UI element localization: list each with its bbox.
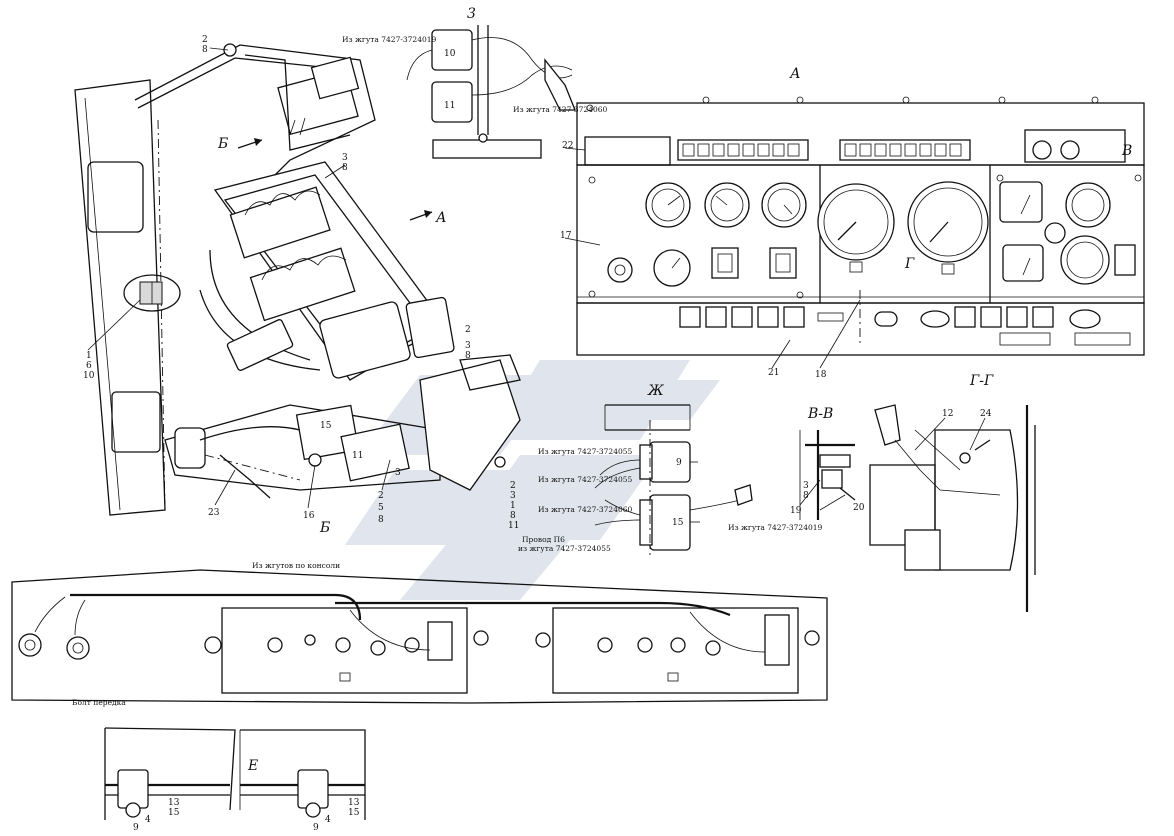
callout-3: 3 [342, 153, 348, 163]
callout-zh-2: 2 [510, 481, 516, 491]
note-bolt-front: Болт передка [72, 698, 126, 707]
view-a-label: А [789, 66, 801, 82]
inclined-console [199, 161, 455, 381]
callout-13-e: 13 [168, 798, 180, 808]
callout-15-e: 15 [168, 808, 180, 818]
view-g-label: Г [904, 256, 915, 272]
callout-12: 12 [942, 409, 953, 419]
callout-zh-3: 3 [510, 491, 516, 501]
callout-22: 22 [562, 141, 573, 151]
note-harness-019-top: Из жгута 7427-3724019 [342, 35, 437, 44]
callout-11: 11 [352, 451, 363, 461]
callout-2-mid: 2 [465, 325, 471, 335]
detail-zh [594, 404, 753, 555]
arrow-a-label: А [435, 210, 447, 226]
callout-20: 20 [853, 503, 865, 513]
leader-lines [87, 47, 986, 523]
note-from-console: Из жгутов по консоли [252, 561, 340, 570]
arrow-b-label: Б [217, 136, 228, 152]
relay-bracket [134, 43, 376, 176]
callout-10: 10 [83, 371, 95, 381]
switch-strip-left [677, 139, 809, 161]
note-wire-p6: Провод П6 [522, 535, 565, 544]
speedometer [817, 183, 895, 273]
switch-strip-right [839, 139, 971, 161]
view-e [104, 727, 366, 820]
small-gauges [607, 182, 807, 287]
callout-zh-11: 11 [508, 521, 519, 531]
note-harness-055b-zh: Из жгута 7427-3724055 [538, 475, 633, 484]
lower-console-beam [11, 569, 828, 704]
callout-16: 16 [303, 511, 315, 521]
section-v-v [799, 430, 856, 520]
watermark-logo [345, 360, 720, 600]
beam-sockets-left [18, 621, 489, 661]
callout-8-mid: 8 [465, 351, 471, 361]
callout-10-d3: 10 [444, 49, 456, 59]
section-vv-label: В-В [807, 406, 833, 422]
callout-15-zh: 15 [672, 518, 684, 528]
callout-zh-1: 1 [510, 501, 516, 511]
panel-screws [586, 96, 1142, 299]
callout-8: 8 [202, 45, 208, 55]
callout-9-e2: 9 [313, 823, 319, 832]
callout-8-lower: 8 [378, 515, 384, 525]
lower-switch-cluster [164, 354, 521, 499]
callout-23: 23 [208, 508, 220, 518]
callout-9-zh: 9 [676, 458, 682, 468]
tumbler-switches [711, 247, 797, 279]
callout-1: 1 [86, 351, 92, 361]
note-harness-060-top: Из жгута 7427-3724060 [513, 105, 608, 114]
beam-sockets-right [535, 614, 820, 666]
callout-24: 24 [980, 409, 992, 419]
callout-5: 5 [378, 503, 384, 513]
callout-4-e: 4 [145, 815, 151, 825]
view-v-label: В [1121, 143, 1132, 159]
callout-3-mid: 3 [465, 341, 471, 351]
detail-3 [406, 25, 576, 159]
view-e-label: Е [247, 758, 258, 774]
callout-8b: 8 [342, 163, 348, 173]
callout-4-e2: 4 [325, 815, 331, 825]
note-wire-p6-from: из жгута 7427-3724055 [518, 544, 611, 553]
callout-18: 18 [815, 370, 827, 380]
view-3-label: 3 [467, 6, 476, 22]
callout-6: 6 [86, 361, 92, 371]
callout-zh-8: 8 [510, 511, 516, 521]
right-gauges [999, 181, 1136, 285]
section-g-g [869, 404, 1036, 612]
callout-3-lower: 3 [395, 468, 401, 478]
note-harness-055-zh: Из жгута 7427-3724055 [538, 447, 633, 456]
callout-15-e2: 15 [348, 808, 360, 818]
callout-8-vv: 8 [803, 491, 809, 501]
lower-button-row [679, 306, 1131, 346]
note-harness-060-zh: Из жгута 7427-3724060 [538, 505, 633, 514]
section-gg-label: Г-Г [969, 373, 994, 389]
callout-3-vv: 3 [803, 481, 809, 491]
callout-2: 2 [202, 35, 208, 45]
callout-17: 17 [560, 231, 572, 241]
callout-21: 21 [768, 368, 779, 378]
cab-pillar [74, 79, 181, 516]
view-zh-label: Ж [647, 383, 665, 399]
callout-13-e2: 13 [348, 798, 360, 808]
note-harness-019-zh: Из жгута 7427-3724019 [728, 523, 823, 532]
callout-9-e: 9 [133, 823, 139, 832]
callout-15: 15 [320, 421, 332, 431]
callout-19: 19 [790, 506, 802, 516]
view-arrows [237, 138, 433, 221]
callout-2-lower: 2 [378, 491, 384, 501]
view-a-dashboard [576, 96, 1145, 356]
tachometer [907, 181, 989, 275]
callout-11-d3: 11 [444, 101, 455, 111]
view-b-label: Б [319, 520, 330, 536]
